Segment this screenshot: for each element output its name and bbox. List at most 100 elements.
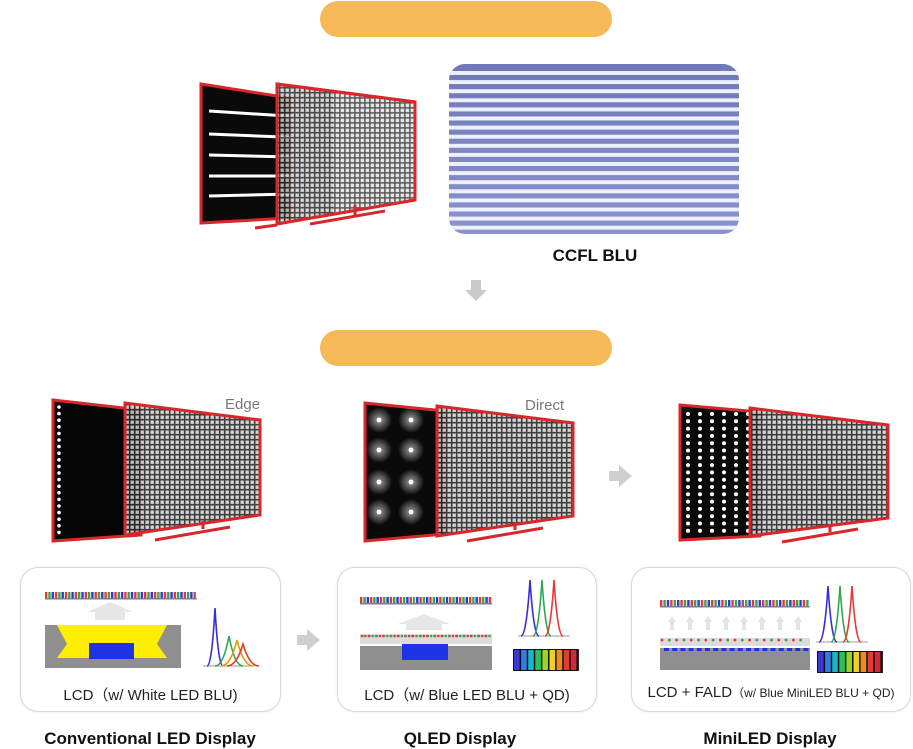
miniled-dot [722,528,726,533]
miniled-dot [698,528,702,533]
miniled-chip [787,648,792,651]
color-filter-pixel [724,600,727,606]
edge-led-dot [57,411,61,416]
color-filter-pixel [789,600,792,606]
color-gamut-bar [570,650,577,670]
miniled-dot [698,499,702,504]
color-filter-pixel [64,592,68,598]
color-filter-pixel [58,592,61,598]
miniled-dot [722,514,726,519]
color-filter-pixel [711,600,714,606]
color-filter-pixel [704,600,707,606]
color-filter-pixel [376,597,379,603]
miniled-chip [696,648,702,651]
miniled-dot [710,506,714,511]
miniled-chip [795,648,801,651]
qd-film [360,634,492,644]
miniled-dot [734,426,738,431]
color-filter-pixel [435,597,439,603]
qd-particle [466,634,469,638]
direct-led-dot [408,417,414,423]
miniled-dot [734,492,738,497]
edge-led-dot [57,530,61,535]
qd-particle [762,638,766,642]
qd-particle [378,634,382,638]
miniled-dot [710,463,714,468]
color-gamut-bar [528,650,534,670]
spectrum-peak [220,639,254,667]
direct-led-dot [408,447,414,453]
miniled-dot [686,463,690,468]
color-filter-pixel [673,600,676,606]
spectrum-peak [214,635,244,667]
miniled-dot [722,441,726,446]
down-arrow-icon [465,280,487,301]
qd-particle [660,638,664,642]
color-filter-pixel [183,592,186,598]
color-filter-pixel [680,600,683,606]
miniled-dot [686,412,690,416]
color-filter-pixel [721,600,724,606]
ccfl-tube-line [449,143,739,148]
qd-particle [393,634,396,638]
blue-led-qd-card: LCD（w/ Blue LED BLU + QD) [337,567,597,712]
color-filter-base [360,603,492,605]
light-up-arrow [794,616,802,622]
edge-lit-tv-illustration [51,398,262,543]
miniled-dot [734,441,738,446]
color-gamut-bar [563,650,570,670]
qd-particle [719,638,722,642]
miniled-dot [734,499,738,504]
color-filter-pixel [806,600,809,606]
direct-lit-tv-illustration [363,401,575,543]
color-filter-pixel [111,592,114,598]
miniled-dot [698,477,702,482]
blue-led-qd-caption: LCD（w/ Blue LED BLU + QD) [364,687,570,704]
qd-film [660,638,810,646]
color-filter-pixel [419,597,422,603]
miniled-dot [710,419,714,424]
color-filter-pixel [153,592,157,598]
color-filter-pixel [452,597,455,603]
miniled-dot [698,441,702,446]
ccfl-tube-line [449,116,739,121]
miniled-dot [698,470,702,475]
color-gamut-bar [542,650,548,670]
miniled-dot [722,521,726,526]
miniled-dot [734,463,738,468]
miniled-dot [698,521,702,526]
color-filter-pixel [478,597,482,603]
ccfl-tube-line [449,225,739,230]
color-filter-pixel [150,592,153,598]
color-filter-pixel [442,597,445,603]
edge-led-dot [57,484,61,488]
qd-particle [711,638,715,642]
edge-led-dot [57,471,61,475]
color-filter-pixel [120,592,124,598]
color-filter-pixel [459,597,462,603]
qd-particle [675,638,678,642]
qd-particle [459,634,462,638]
miniled-dot [734,477,738,482]
color-filter-pixel [707,600,710,606]
direct-led-dot [376,417,382,423]
color-filter-pixel [412,597,416,603]
ccfl-tube-line [449,80,739,85]
edge-led-dot [57,491,61,495]
miniled-dot [710,448,714,453]
qd-particle [386,634,389,638]
color-filter-pixel [61,592,64,598]
miniled-dot [722,448,726,453]
qd-particle [770,638,773,642]
qd-particle [382,634,385,638]
color-filter-pixel [714,600,717,606]
color-filter-pixel [114,592,117,598]
color-filter-pixel [45,592,48,598]
qd-particle [400,634,404,638]
miniled-dot [698,426,702,431]
qd-particle [704,638,708,642]
edge-led-dot [57,497,61,502]
color-filter-pixel [48,592,51,598]
light-up-arrow [686,616,694,622]
color-filter-pixel [792,600,795,606]
